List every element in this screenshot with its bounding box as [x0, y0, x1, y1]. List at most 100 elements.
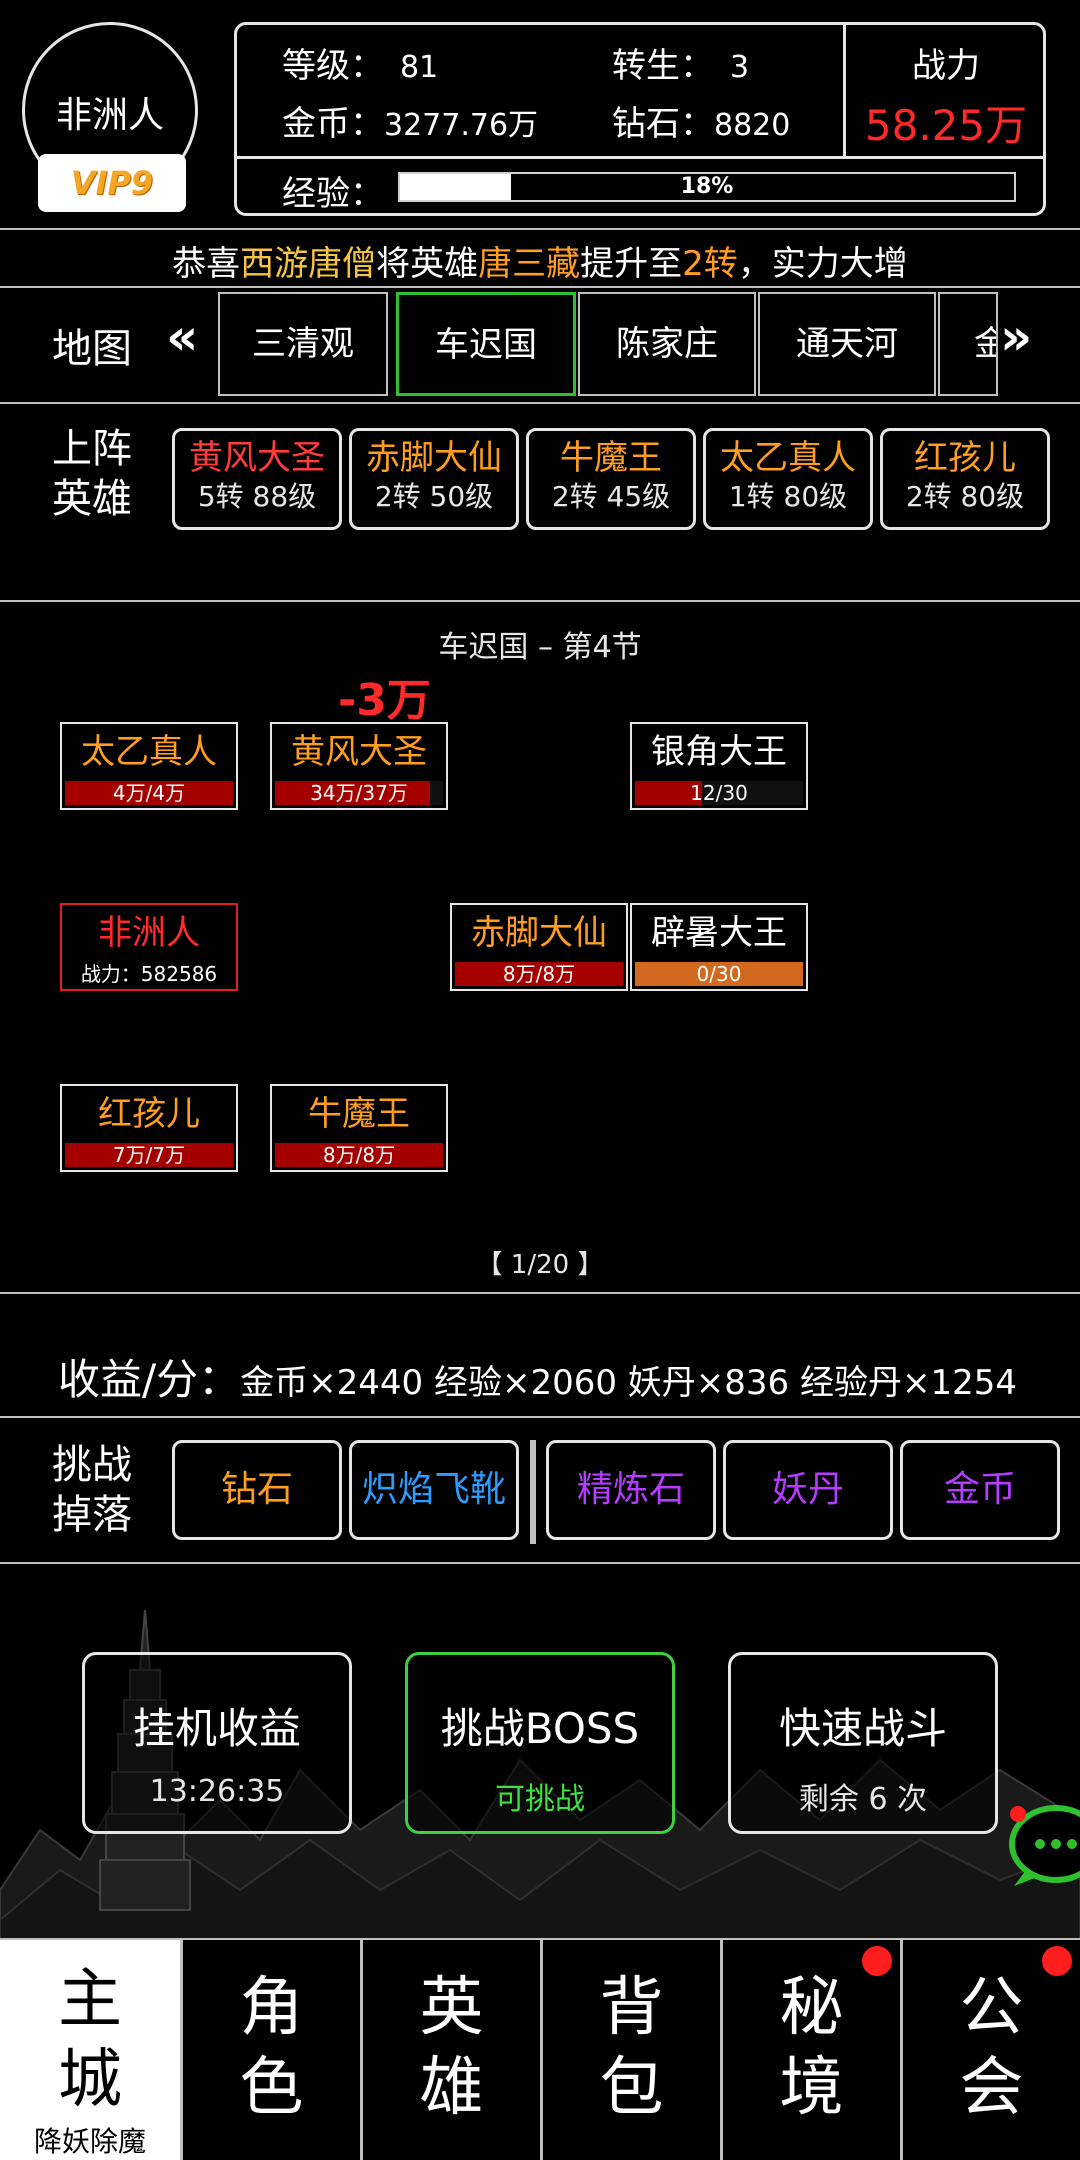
- ally-unit: 黄风大圣 34万/37万: [270, 722, 448, 810]
- hp-fill: [65, 1143, 233, 1167]
- drop-item[interactable]: 炽焰飞靴: [349, 1440, 519, 1540]
- hero-name: 黄风大圣: [189, 438, 325, 478]
- nav-char: 会: [959, 2051, 1024, 2125]
- nav-role[interactable]: 角 色: [180, 1940, 360, 2160]
- unit-name: 黄风大圣: [291, 732, 427, 772]
- hp-bar: 34万/37万: [275, 781, 443, 805]
- quick-battle-button[interactable]: 快速战斗 剩余 6 次: [728, 1652, 998, 1834]
- unit-name: 太乙真人: [81, 732, 217, 772]
- hp-text: 34万/37万: [310, 781, 408, 805]
- exp-progress-fill: [400, 174, 511, 200]
- nav-char: 公: [959, 1971, 1024, 2045]
- stats-divider: [843, 22, 846, 158]
- hp-fill: [635, 781, 703, 805]
- hero-card[interactable]: 牛魔王 2转 45级: [526, 428, 696, 530]
- stats-divider: [234, 156, 1046, 159]
- hp-fill: [275, 1143, 443, 1167]
- challenge-boss-button[interactable]: 挑战BOSS 可挑战: [405, 1652, 675, 1834]
- nav-bag[interactable]: 背 包: [540, 1940, 720, 2160]
- hero-card[interactable]: 红孩儿 2转 80级: [880, 428, 1050, 530]
- exp-label: 经验：: [282, 174, 384, 214]
- gold-stat: 金币：3277.76万: [282, 96, 538, 145]
- announce-hero: 唐三藏: [478, 244, 581, 284]
- nav-subtitle: 降妖除魔: [33, 2125, 146, 2158]
- exp-progress-bar: 18%: [398, 172, 1016, 202]
- drop-item[interactable]: 精炼石: [546, 1440, 716, 1540]
- map-next-chevron-icon[interactable]: »: [1000, 308, 1033, 366]
- unit-name: 牛魔王: [308, 1094, 410, 1134]
- level-stat: 等级：81: [282, 38, 438, 87]
- ally-unit: 牛魔王 8万/8万: [270, 1084, 448, 1172]
- announce-text: 提升至: [580, 244, 683, 284]
- nav-heroes[interactable]: 英 雄: [360, 1940, 540, 2160]
- rebirth-value: 3: [730, 50, 750, 85]
- action-title: 挂机收益: [132, 1704, 301, 1753]
- ally-unit: 红孩儿 7万/7万: [60, 1084, 238, 1172]
- hero-level: 5转 88级: [197, 480, 317, 513]
- chat-bubble-icon[interactable]: [1004, 1800, 1080, 1890]
- idle-income-button[interactable]: 挂机收益 13:26:35: [82, 1652, 352, 1834]
- gold-label: 金币：: [282, 104, 384, 144]
- unit-name: 红孩儿: [98, 1094, 200, 1134]
- map-tab-chechiguo[interactable]: 车迟国: [396, 292, 576, 396]
- drops-label-line: 挑战: [52, 1442, 132, 1488]
- battle-page-indicator: 【 1/20 】: [476, 1250, 604, 1280]
- power-bar: 战力：582586: [65, 962, 233, 986]
- hero-level: 2转 80级: [905, 480, 1025, 513]
- power-text: 战力：582586: [80, 962, 218, 986]
- hero-card[interactable]: 黄风大圣 5转 88级: [172, 428, 342, 530]
- level-label: 等级：: [282, 46, 384, 86]
- drop-item[interactable]: 妖丹: [723, 1440, 893, 1540]
- hp-fill: [455, 962, 623, 986]
- diamond-stat: 钻石：8820: [612, 96, 790, 145]
- quick-battle-remaining: 剩余 6 次: [798, 1782, 928, 1817]
- hero-card[interactable]: 太乙真人 1转 80级: [703, 428, 873, 530]
- map-tab-tongtianhe[interactable]: 通天河: [758, 292, 936, 396]
- nav-char: 背: [599, 1971, 664, 2045]
- nav-char: 角: [239, 1971, 304, 2045]
- map-tab-partial[interactable]: 金: [938, 292, 998, 396]
- ally-unit: 太乙真人 4万/4万: [60, 722, 238, 810]
- announcement-banner: 恭喜西游唐僧将英雄唐三藏提升至2转，实力大增: [0, 236, 1080, 285]
- action-title: 挑战BOSS: [440, 1704, 640, 1753]
- hp-bar: 0/30: [635, 962, 803, 986]
- drop-item[interactable]: 金币: [900, 1440, 1060, 1540]
- income-label: 收益/分：: [58, 1355, 241, 1404]
- diamond-value: 8820: [714, 108, 791, 143]
- nav-char: 城: [58, 2043, 122, 2117]
- exp-percent: 18%: [680, 174, 734, 199]
- notification-dot: [862, 1946, 892, 1976]
- hp-bar: 7万/7万: [65, 1143, 233, 1167]
- announce-text: ，实力大增: [737, 244, 908, 284]
- hp-bar: 12/30: [635, 781, 803, 805]
- hp-fill: [65, 781, 233, 805]
- nav-main-city[interactable]: 主 城 降妖除魔: [0, 1940, 180, 2160]
- income-items: 金币×2440 经验×2060 妖丹×836 经验丹×1254: [240, 1363, 1018, 1403]
- nav-char: 色: [239, 2051, 304, 2125]
- power-value: 58.25万: [864, 101, 1028, 150]
- hp-text: 8万/8万: [502, 962, 576, 986]
- diamond-label: 钻石：: [612, 104, 714, 144]
- divider: [0, 1416, 1080, 1418]
- hp-bar: 4万/4万: [65, 781, 233, 805]
- nav-guild[interactable]: 公 会: [900, 1940, 1080, 2160]
- income-row: 收益/分：金币×2440 经验×2060 妖丹×836 经验丹×1254: [58, 1346, 1017, 1407]
- nav-char: 雄: [419, 2051, 484, 2125]
- nav-secret-realm[interactable]: 秘 境: [720, 1940, 900, 2160]
- map-tab-sanqingguan[interactable]: 三清观: [218, 292, 388, 396]
- announce-level: 2转: [682, 244, 738, 284]
- hero-name: 赤脚大仙: [366, 438, 502, 478]
- nav-char: 秘: [779, 1971, 844, 2045]
- drop-item[interactable]: 钻石: [172, 1440, 342, 1540]
- hero-name: 太乙真人: [720, 438, 856, 478]
- hero-level: 2转 45级: [551, 480, 671, 513]
- vip-badge[interactable]: VIP9: [38, 154, 186, 212]
- nav-char: 包: [599, 2051, 664, 2125]
- nav-char: 境: [779, 2051, 844, 2125]
- stats-panel: [234, 22, 1046, 216]
- hero-card[interactable]: 赤脚大仙 2转 50级: [349, 428, 519, 530]
- map-prev-chevron-icon[interactable]: «: [166, 308, 199, 366]
- nav-char: 主: [58, 1963, 122, 2037]
- hp-text: 8万/8万: [322, 1143, 396, 1167]
- map-tab-chenjiazhuang[interactable]: 陈家庄: [578, 292, 756, 396]
